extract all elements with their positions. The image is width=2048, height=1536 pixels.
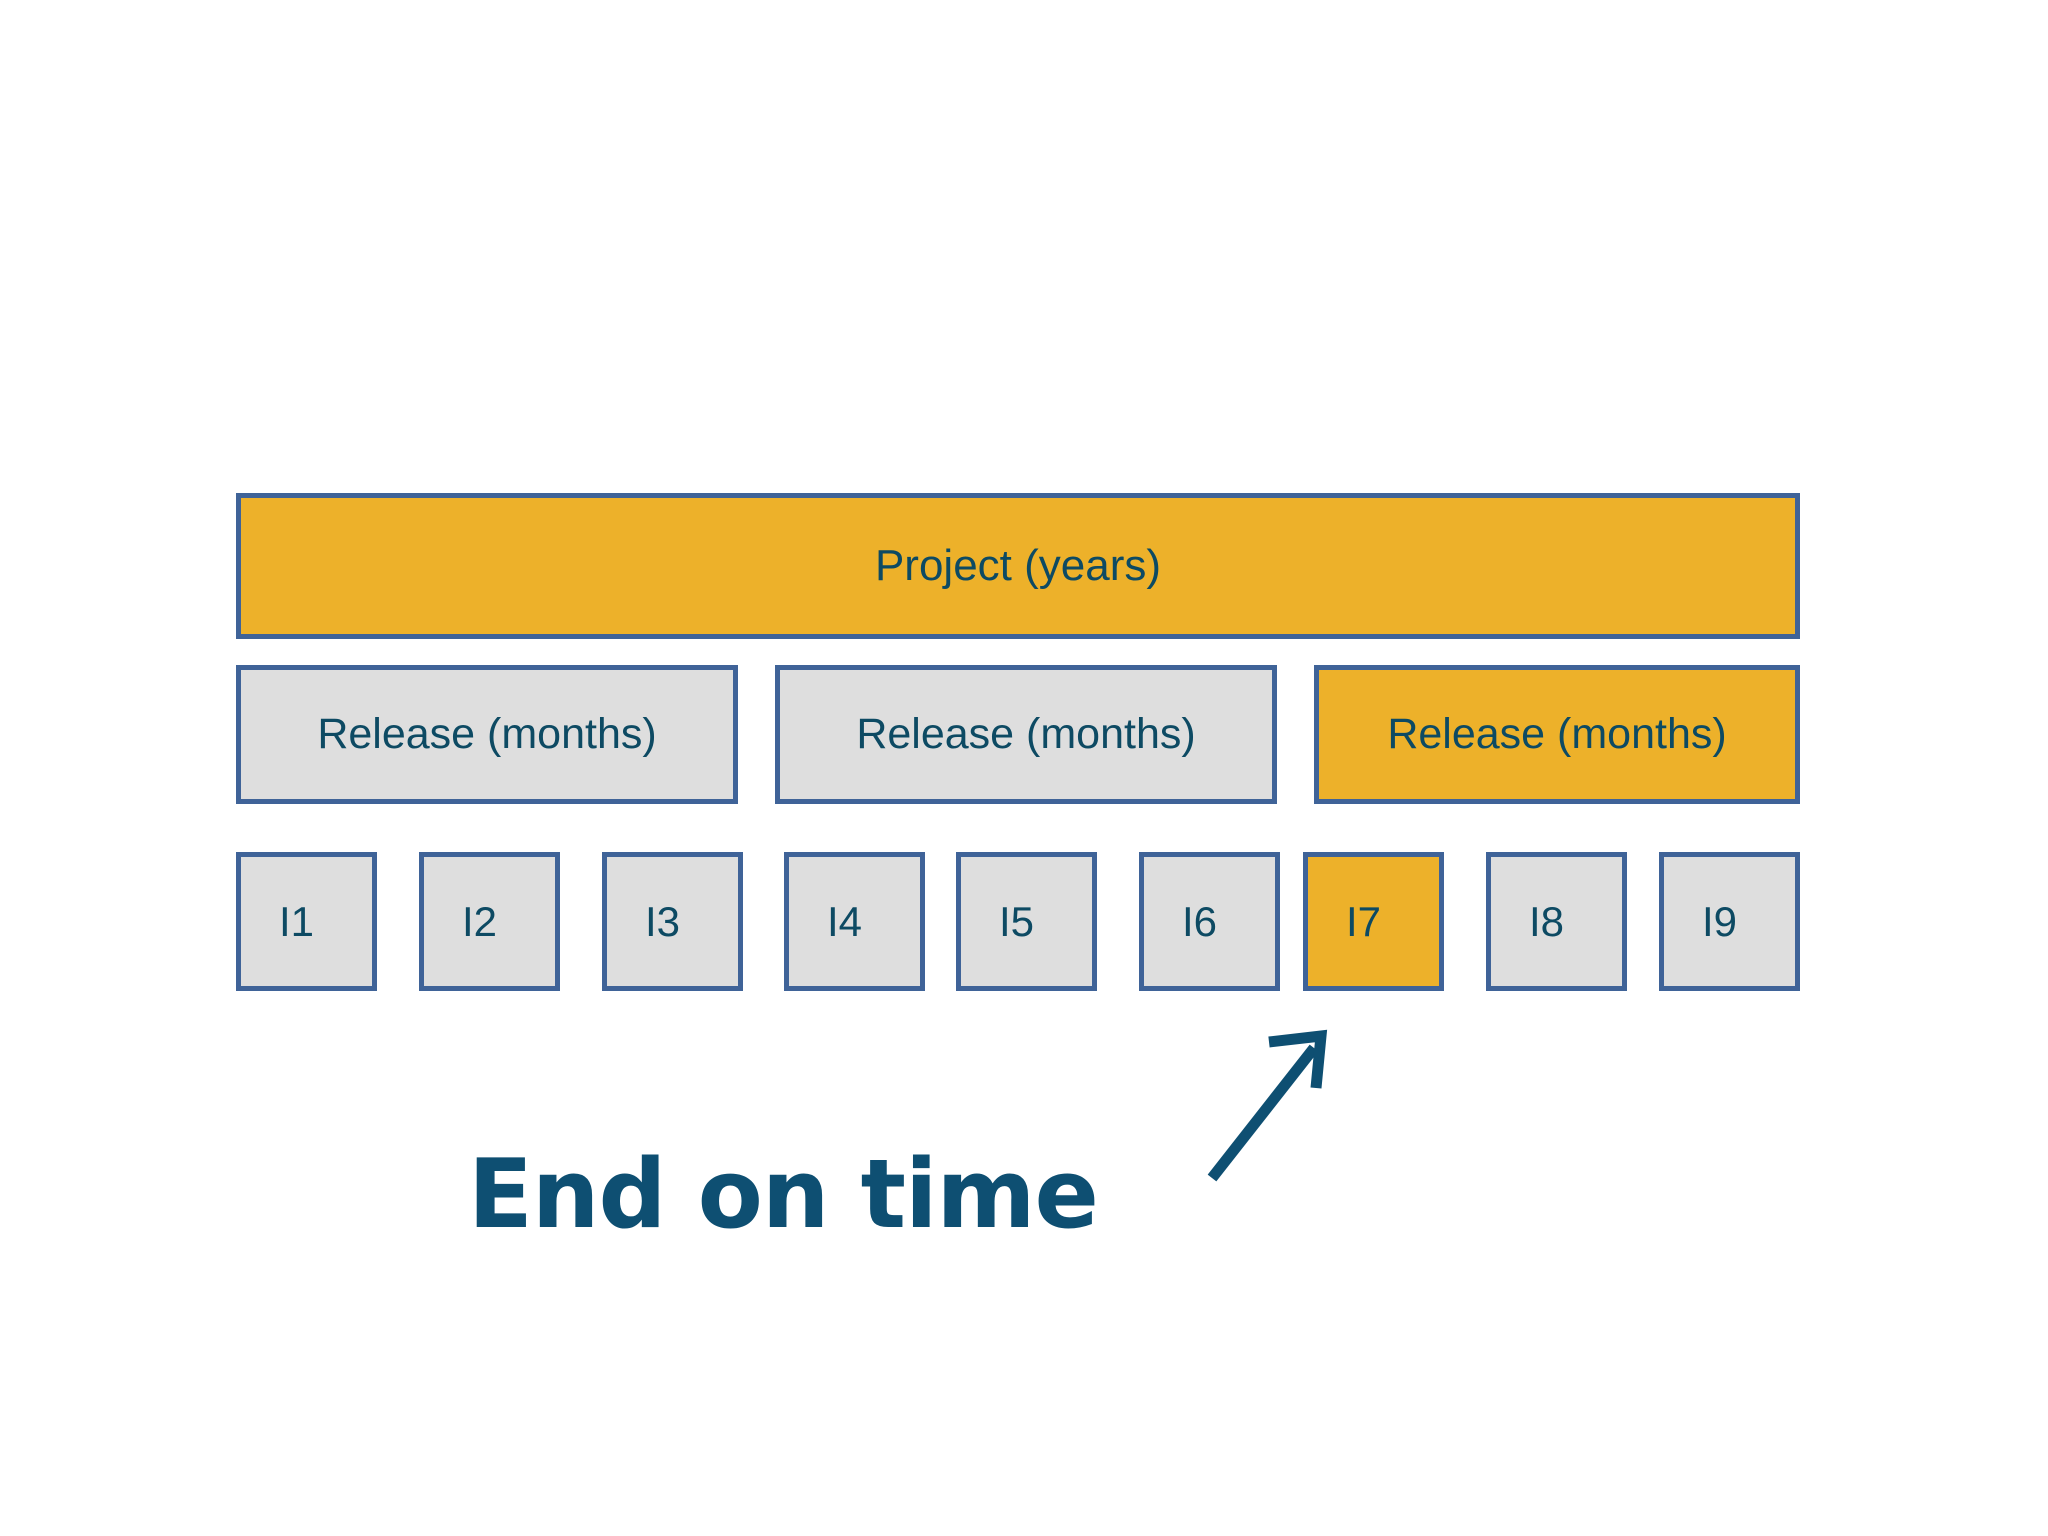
iteration-box-i9-label: I9 [1702, 897, 1738, 945]
iteration-box-i1-label: I1 [279, 897, 315, 945]
iteration-box-i5[interactable]: I5 [956, 852, 1097, 991]
release-box-2-label: Release (months) [856, 710, 1196, 758]
iteration-box-i8[interactable]: I8 [1486, 852, 1627, 991]
iteration-box-i7[interactable]: I7 [1303, 852, 1444, 991]
iteration-box-i6-label: I6 [1182, 897, 1218, 945]
release-box-3[interactable]: Release (months) [1314, 665, 1800, 804]
iteration-box-i2-label: I2 [462, 897, 498, 945]
iteration-box-i9[interactable]: I9 [1659, 852, 1800, 991]
iteration-box-i3-label: I3 [645, 897, 681, 945]
release-box-2[interactable]: Release (months) [775, 665, 1277, 804]
iteration-box-i3[interactable]: I3 [602, 852, 743, 991]
iteration-box-i4[interactable]: I4 [784, 852, 925, 991]
iteration-box-i5-label: I5 [999, 897, 1035, 945]
release-box-1-label: Release (months) [317, 710, 657, 758]
arrow-up-right-icon [1207, 1029, 1328, 1182]
release-box-3-label: Release (months) [1387, 710, 1727, 758]
callout-caption: End on time [468, 1140, 1099, 1250]
project-bar-label: Project (years) [874, 541, 1162, 590]
project-bar[interactable]: Project (years) [236, 493, 1800, 639]
release-box-1[interactable]: Release (months) [236, 665, 738, 804]
iteration-box-i8-label: I8 [1529, 897, 1565, 945]
iteration-box-i1[interactable]: I1 [236, 852, 377, 991]
iteration-box-i7-label: I7 [1346, 897, 1382, 945]
iteration-box-i6[interactable]: I6 [1139, 852, 1280, 991]
iteration-box-i4-label: I4 [827, 897, 863, 945]
iteration-box-i2[interactable]: I2 [419, 852, 560, 991]
